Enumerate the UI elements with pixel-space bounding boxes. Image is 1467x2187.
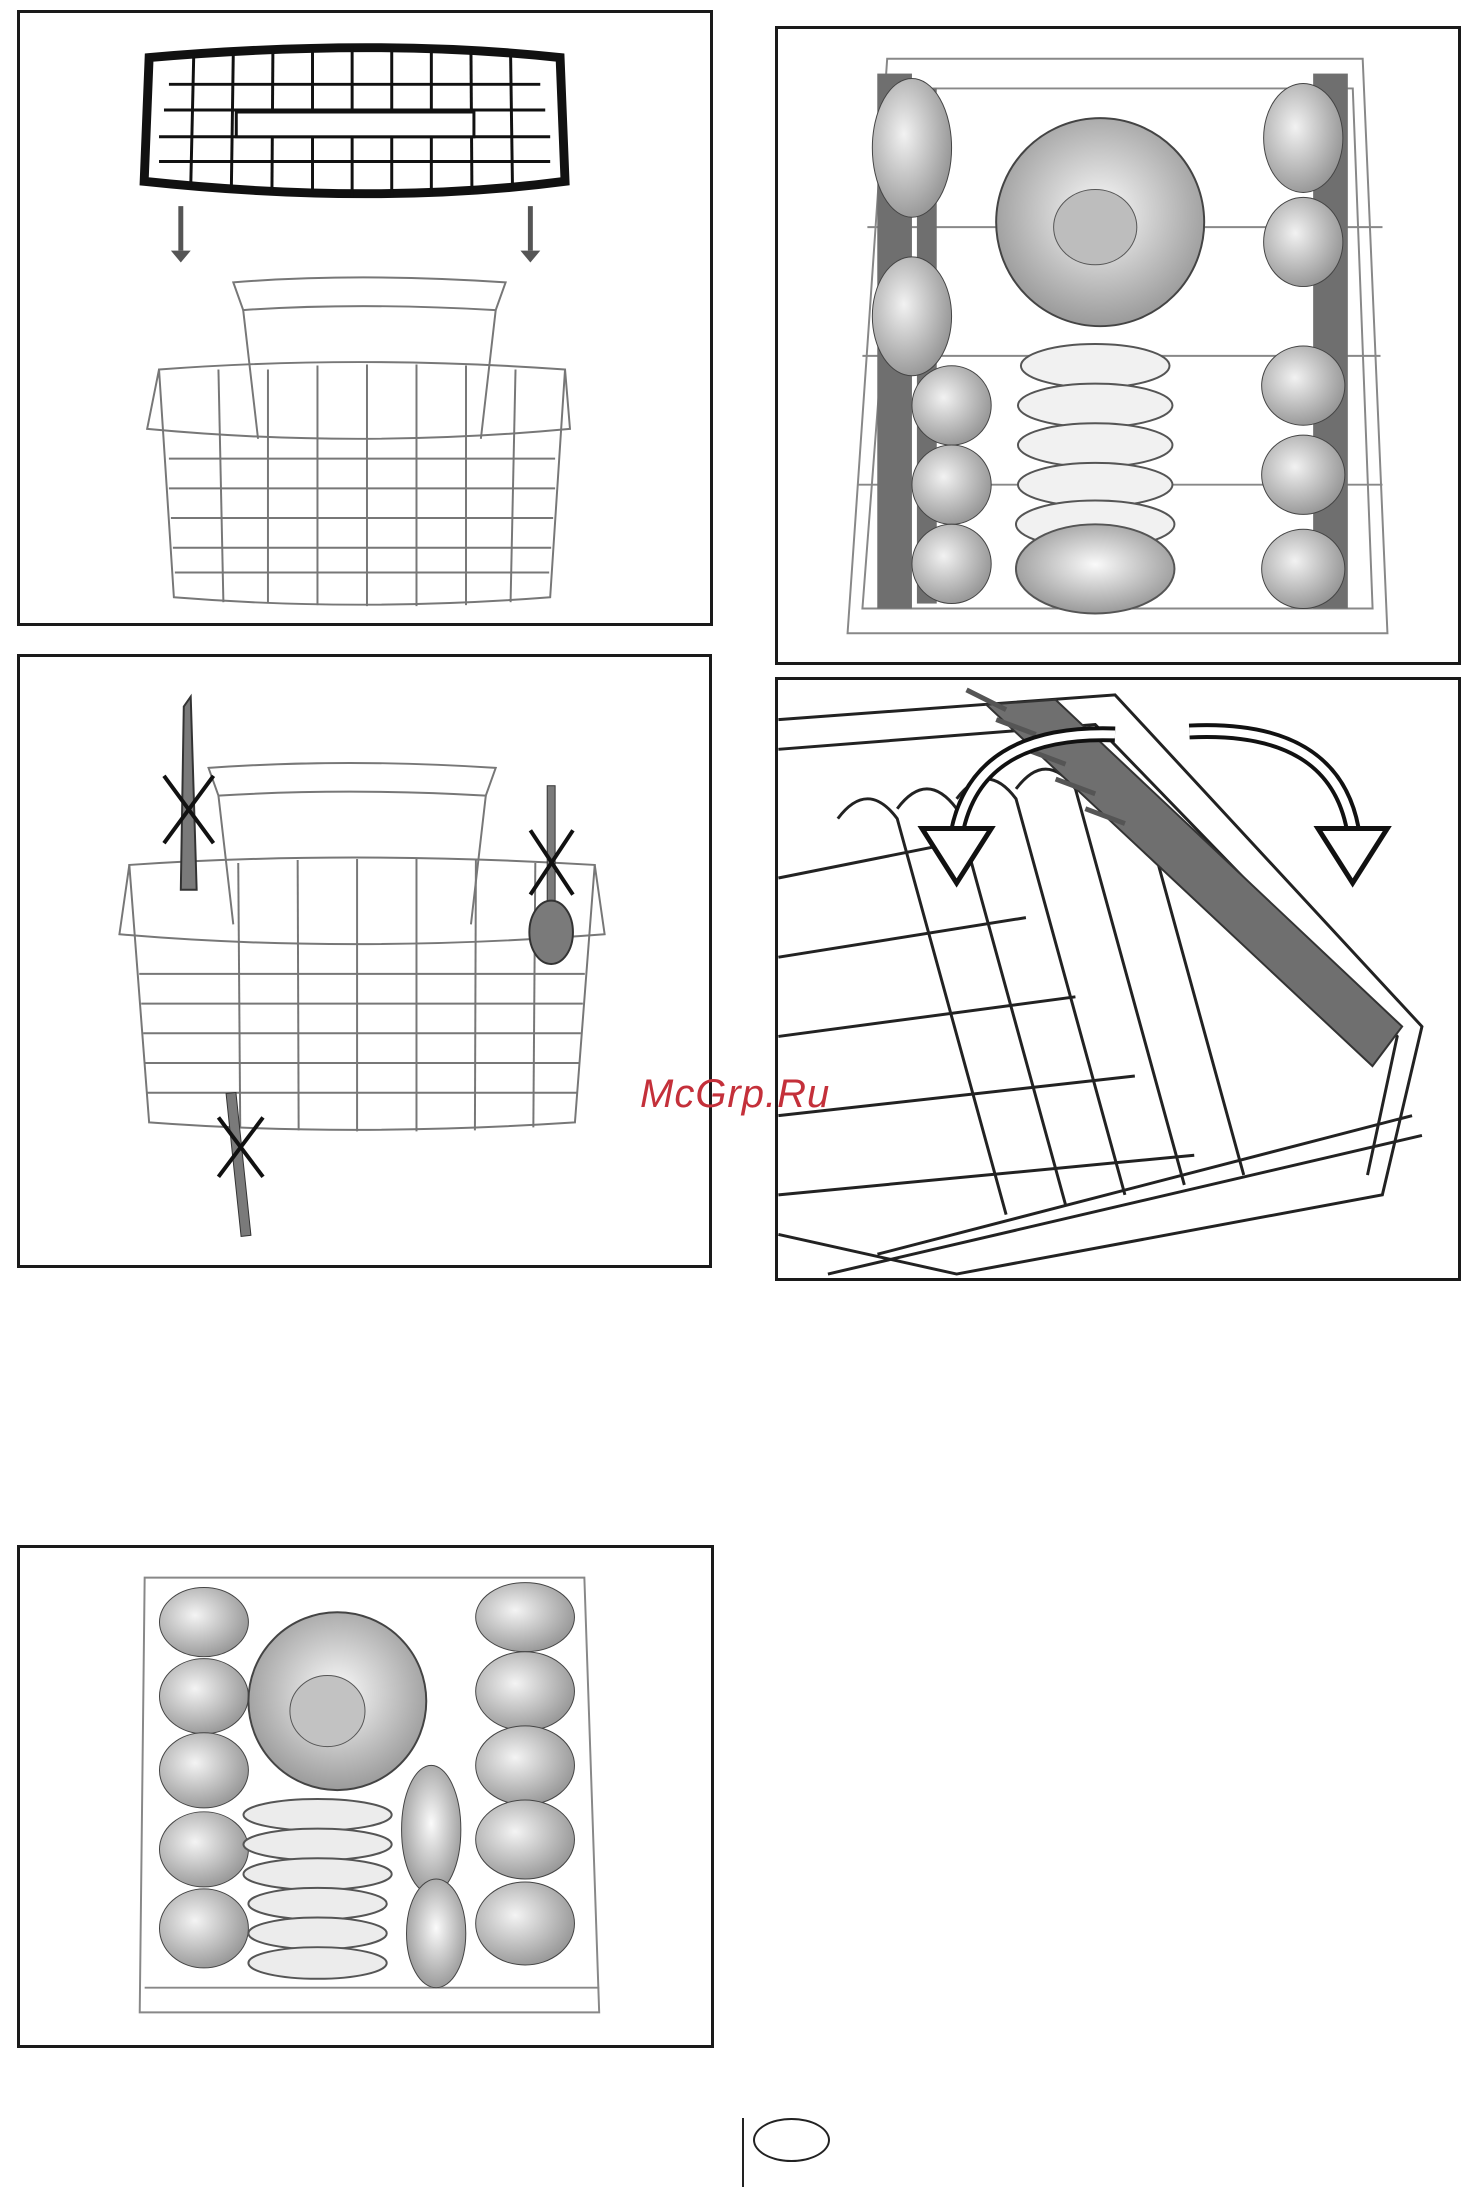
cutlery-basket-grid-illustration	[20, 13, 710, 623]
saucer-stack	[1016, 344, 1174, 613]
page-footer-divider	[742, 2118, 744, 2187]
folding-tine-row	[986, 700, 1402, 1066]
upright-plate	[407, 1879, 466, 1988]
bowl-center	[290, 1675, 365, 1746]
plate-stack	[243, 1799, 391, 1979]
upper-rack-illustration	[778, 29, 1458, 662]
plate-rack-illustration	[778, 680, 1458, 1278]
figure-cutlery-basket-grid	[17, 10, 713, 626]
upright-plate	[402, 1765, 461, 1893]
right-cups	[476, 1583, 575, 1965]
knife-shape	[181, 697, 197, 890]
figure-upper-rack-loaded	[775, 26, 1461, 665]
lower-rack-illustration	[20, 1548, 711, 2045]
watermark-text: McGrp.Ru	[640, 1072, 830, 1117]
spoon-handle	[547, 786, 555, 905]
cutlery-incorrect-illustration	[20, 657, 709, 1265]
figure-cutlery-incorrect-placement	[17, 654, 712, 1268]
figure-lower-rack-loaded	[17, 1545, 714, 2048]
spoon-bowl	[529, 901, 573, 964]
left-cups	[159, 1588, 248, 1968]
figure-foldable-plate-rack	[775, 677, 1461, 1281]
language-badge-oval	[753, 2118, 830, 2162]
down-arrow-icon	[520, 206, 540, 262]
cutlery-basket	[147, 277, 570, 606]
down-arrow-icon	[171, 206, 191, 262]
bowl-center	[1054, 189, 1137, 264]
